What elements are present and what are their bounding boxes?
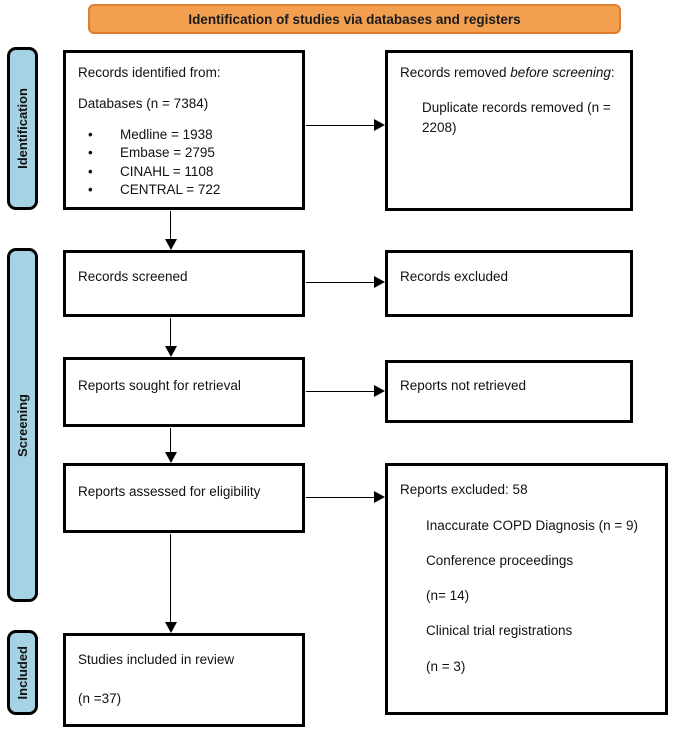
box-records-excluded: Records excluded [385,250,633,317]
list-item: • Medline = 1938 [78,126,290,145]
box-records-screened: Records screened [63,250,305,317]
studies-included-line1: Studies included in review [78,652,235,667]
bullet-icon: • [88,126,93,142]
records-removed-heading: Records removed before screening: [400,65,618,82]
bullet-icon: • [88,163,93,179]
box-reports-not-retrieved: Reports not retrieved [385,360,633,423]
arrowhead-down-icon [165,622,177,633]
arrow-assessed-to-reports-excluded [306,497,374,498]
stage-identification: Identification [7,47,38,210]
reports-assessed-label: Reports assessed for eligibility [78,484,261,499]
list-item: • CENTRAL = 722 [78,181,290,200]
box-reports-assessed: Reports assessed for eligibility [63,463,305,533]
records-removed-detail: Duplicate records removed (n = 2208) [422,99,611,136]
box-reports-excluded: Reports excluded: 58 Inaccurate COPD Dia… [385,463,668,715]
reports-sought-label: Reports sought for retrieval [78,378,241,393]
stage-screening: Screening [7,248,38,602]
arrowhead-right-icon [374,276,385,288]
reports-not-retrieved-label: Reports not retrieved [400,378,527,393]
records-identified-line2: Databases (n = 7384) [78,95,209,111]
box-records-identified: Records identified from: Databases (n = … [63,50,305,210]
box-records-removed: Records removed before screening: Duplic… [385,50,633,211]
diagram-header-title: Identification of studies via databases … [188,11,521,27]
exclusion-reason: Inaccurate COPD Diagnosis (n = 9) [426,517,638,533]
arrowhead-right-icon [374,385,385,397]
bullet-icon: • [88,182,93,198]
arrow-sought-to-not-retrieved [306,391,374,392]
arrowhead-right-icon [374,119,385,131]
stage-identification-label: Identification [15,88,30,169]
stage-included-label: Included [15,645,30,700]
studies-included-count: (n =37) [78,690,122,706]
exclusion-reason: (n = 3) [426,658,466,674]
records-screened-label: Records screened [78,269,188,284]
records-identified-line1: Records identified from: [78,65,221,80]
box-reports-sought: Reports sought for retrieval [63,357,305,427]
exclusion-reason: (n= 14) [426,588,470,604]
list-item: • CINAHL = 1108 [78,163,290,182]
bullet-label: Embase = 2795 [120,145,215,161]
arrowhead-down-icon [165,239,177,250]
arrow-screened-to-excluded [306,282,374,283]
arrow-identified-to-removed [306,125,374,126]
records-removed-prefix: Records removed [400,65,511,80]
arrowhead-right-icon [374,491,385,503]
list-item: • Embase = 2795 [78,144,290,163]
database-bullet-list: • Medline = 1938 • Embase = 2795 • CINAH… [78,126,290,200]
arrow-identified-to-screened [170,211,171,241]
arrow-screened-to-sought [170,318,171,348]
arrow-sought-to-assessed [170,428,171,454]
records-removed-suffix: : [610,65,615,80]
reports-excluded-title: Reports excluded: 58 [400,482,528,497]
bullet-label: CENTRAL = 722 [120,182,221,198]
bullet-icon: • [88,145,93,161]
exclusion-reason: Clinical trial registrations [426,623,573,639]
records-removed-italic: before screening [510,65,611,80]
records-excluded-label: Records excluded [400,269,509,284]
arrowhead-down-icon [165,452,177,463]
bullet-label: Medline = 1938 [120,126,213,142]
arrow-assessed-to-included [170,534,171,623]
bullet-label: CINAHL = 1108 [120,163,214,179]
arrowhead-down-icon [165,346,177,357]
box-studies-included: Studies included in review (n =37) [63,633,305,727]
stage-screening-label: Screening [15,393,30,457]
exclusion-reason: Conference proceedings [426,553,574,569]
stage-included: Included [7,630,38,715]
diagram-header-banner: Identification of studies via databases … [88,4,621,34]
